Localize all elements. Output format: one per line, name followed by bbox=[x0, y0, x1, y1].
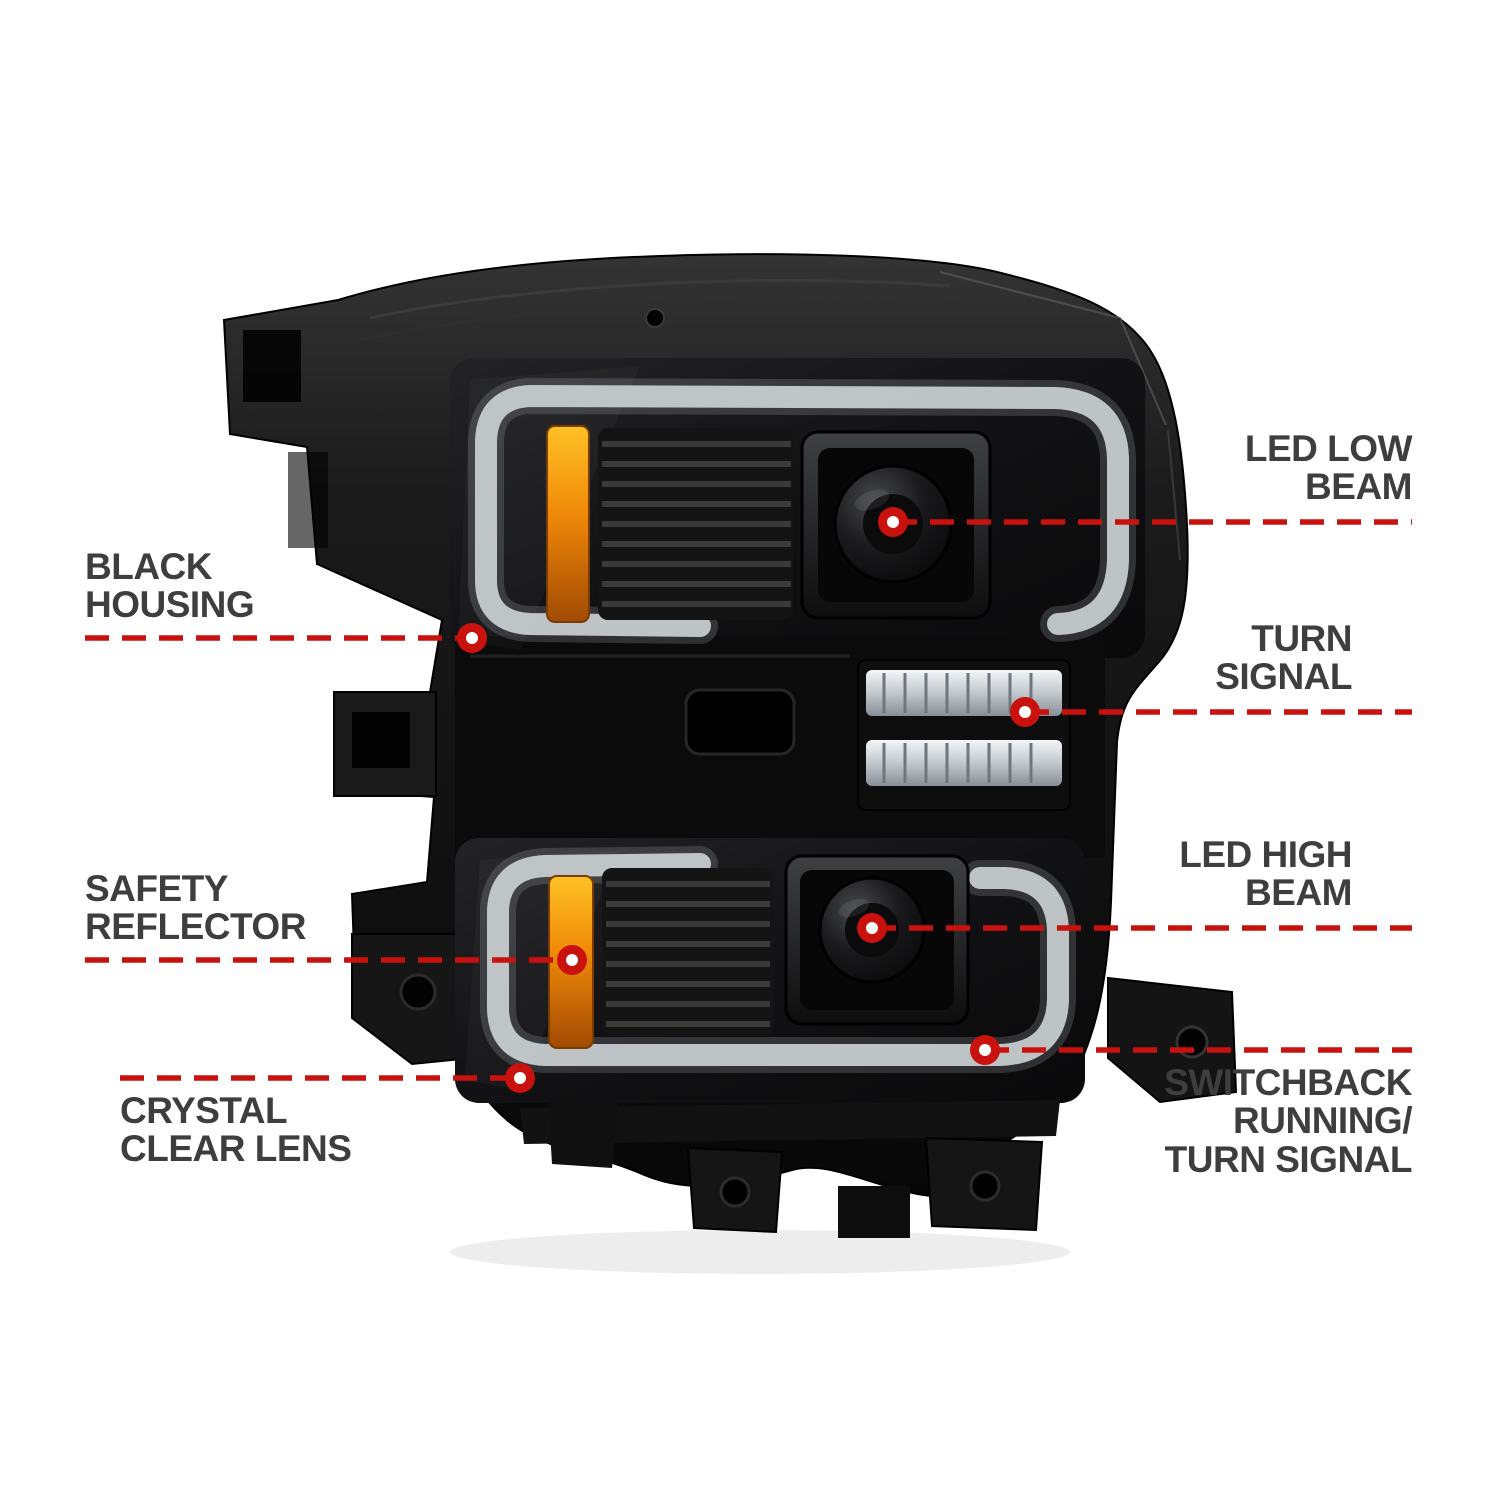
bottom-mounting-feet bbox=[520, 1098, 1060, 1238]
callout-label-line: SWITCHBACK bbox=[1164, 1062, 1412, 1103]
callout-safety-reflector: SAFETY REFLECTOR bbox=[85, 868, 306, 948]
turn-signal-module bbox=[857, 659, 1071, 811]
callout-label-line: BLACK bbox=[85, 546, 212, 587]
callout-label-line: RUNNING/ bbox=[1233, 1100, 1412, 1142]
marker-safety-reflector bbox=[557, 945, 587, 975]
callout-label-line: REFLECTOR bbox=[85, 906, 306, 948]
callout-label-line: SIGNAL bbox=[1215, 656, 1352, 698]
callout-label-line: TURN bbox=[1251, 618, 1352, 659]
callout-label-line: SAFETY bbox=[85, 868, 228, 909]
callout-turn-signal: TURN SIGNAL bbox=[1215, 618, 1352, 698]
callout-switchback: SWITCHBACK RUNNING/ TURN SIGNAL bbox=[1164, 1062, 1413, 1180]
callout-label-line: HOUSING bbox=[85, 584, 255, 626]
lower-light-bar bbox=[480, 846, 1076, 1073]
upper-light-bar bbox=[468, 377, 1136, 644]
marker-crystal-clear-lens bbox=[505, 1063, 535, 1093]
callout-led-high-beam: LED HIGH BEAM bbox=[1179, 834, 1352, 914]
callout-label-line: TURN SIGNAL bbox=[1164, 1138, 1413, 1180]
left-mounting-details bbox=[243, 330, 473, 1066]
marker-black-housing bbox=[457, 623, 487, 653]
top-cover bbox=[359, 271, 1181, 561]
marker-switchback bbox=[970, 1035, 1000, 1065]
marker-turn-signal bbox=[1010, 697, 1040, 727]
upper-ribbed-chamber bbox=[598, 428, 793, 620]
marker-led-high-beam bbox=[857, 913, 887, 943]
callout-led-low-beam: LED LOW BEAM bbox=[1244, 428, 1413, 508]
callout-label-line: BEAM bbox=[1305, 466, 1412, 508]
marker-led-low-beam bbox=[878, 507, 908, 537]
callout-label-line: BEAM bbox=[1245, 872, 1352, 914]
callout-label-line: LED HIGH bbox=[1179, 834, 1352, 875]
right-mounting-bracket bbox=[1107, 976, 1238, 1104]
callout-label-line: CRYSTAL bbox=[120, 1090, 288, 1131]
callout-black-housing: BLACK HOUSING bbox=[85, 546, 255, 626]
callout-label-line: CLEAR LENS bbox=[120, 1128, 352, 1170]
upper-amber-reflector bbox=[546, 425, 590, 623]
top-screw-hole bbox=[645, 308, 665, 328]
housing-slot bbox=[684, 688, 796, 756]
callout-label-line: LED LOW bbox=[1244, 428, 1413, 469]
callout-crystal-clear-lens: CRYSTAL CLEAR LENS bbox=[120, 1090, 352, 1170]
lower-ribbed-chamber bbox=[602, 868, 774, 1036]
ground-shadow bbox=[450, 1230, 1070, 1274]
